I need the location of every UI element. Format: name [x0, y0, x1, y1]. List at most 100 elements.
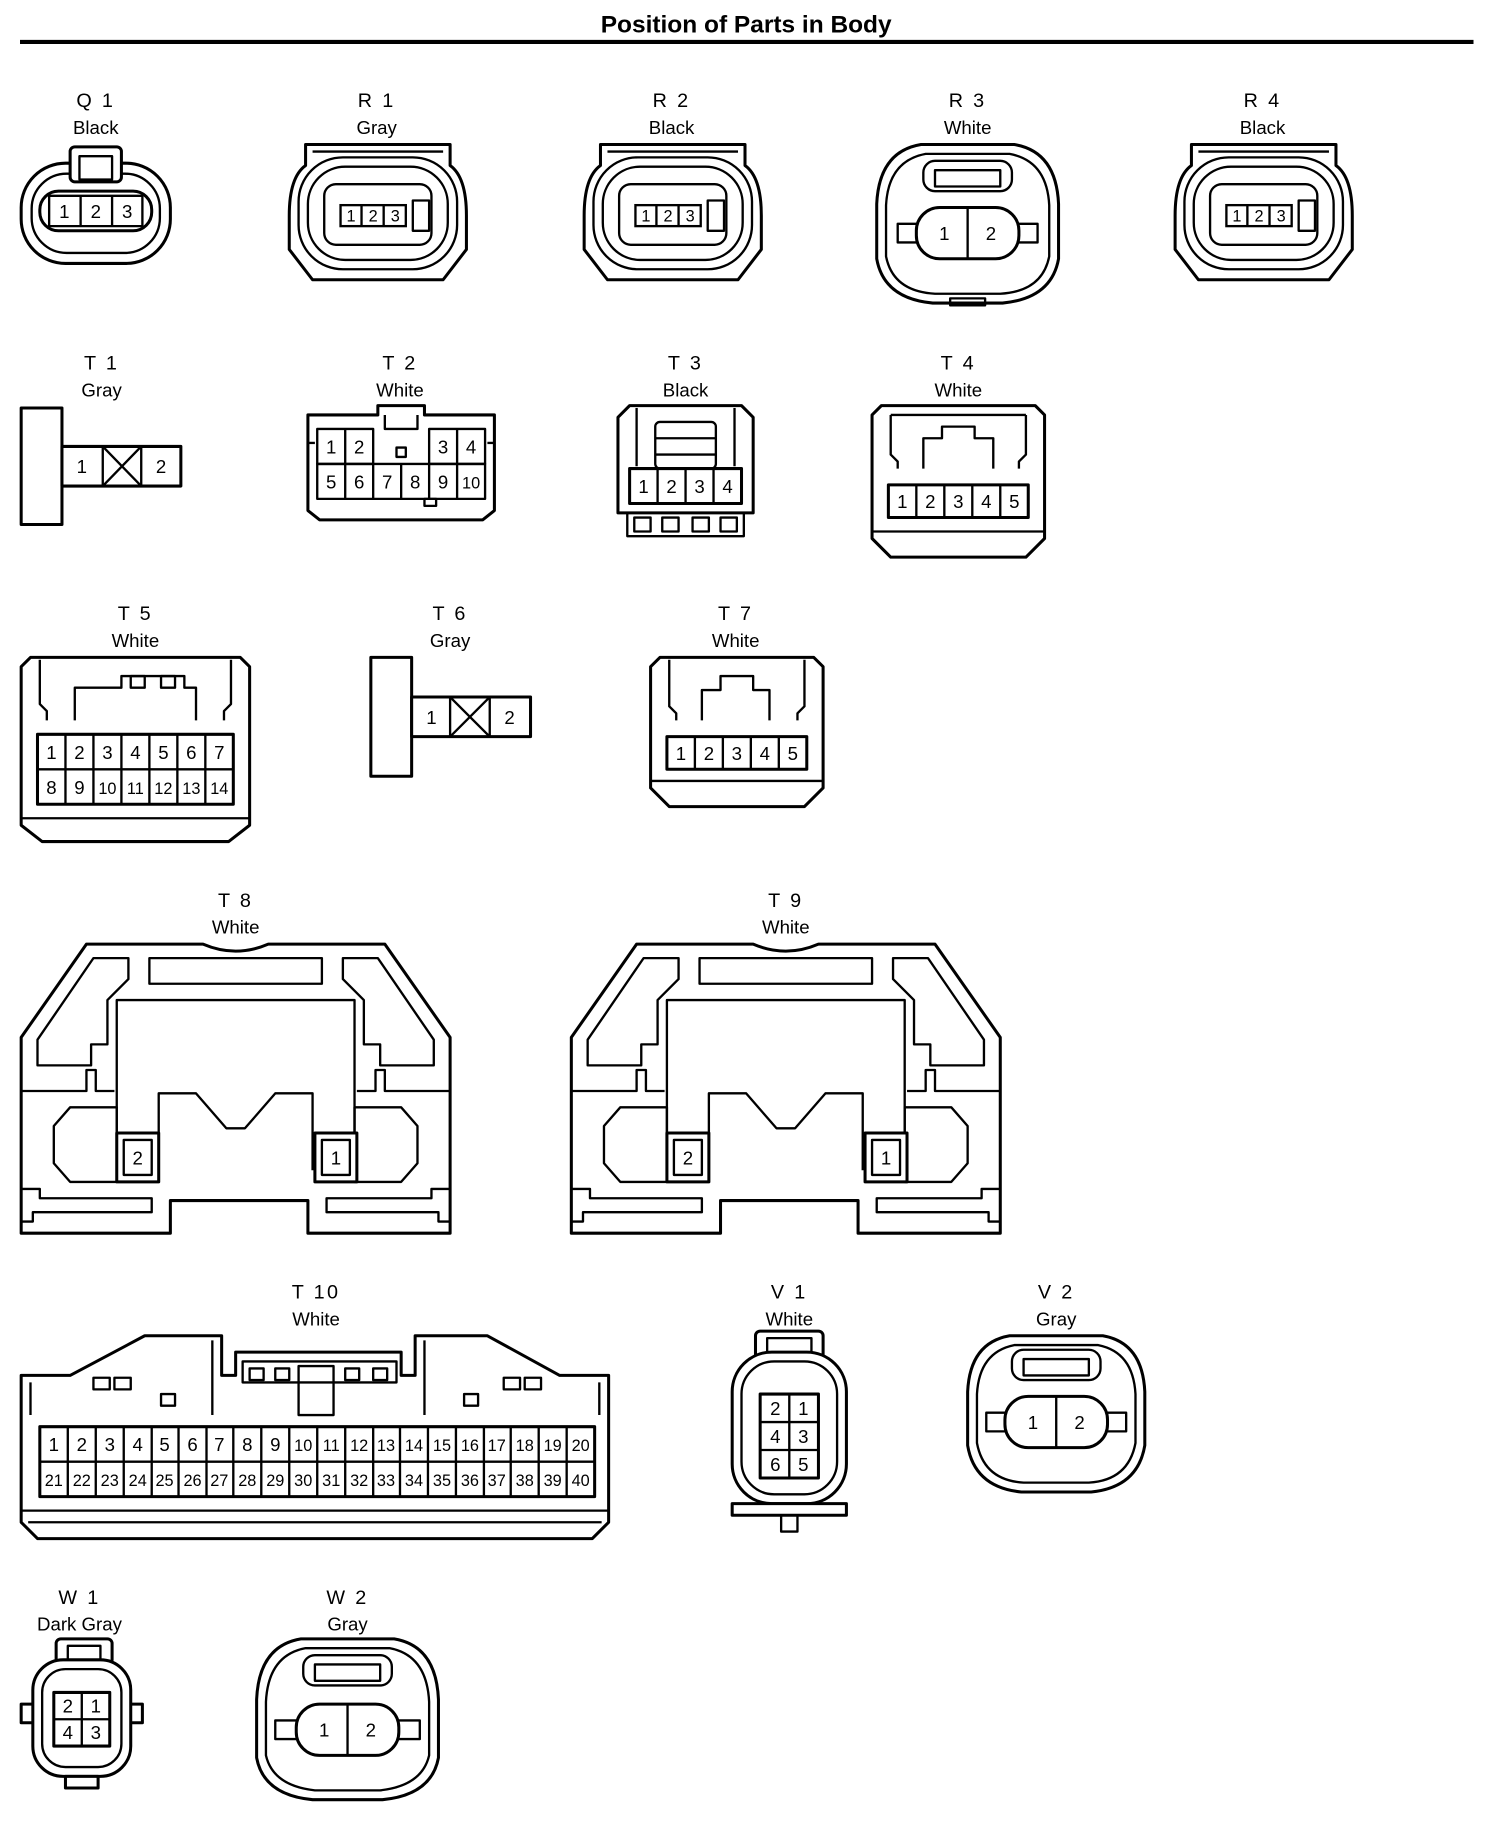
connector-color: White: [935, 379, 983, 400]
pin-label: 6: [770, 1454, 780, 1475]
pin-label: 4: [63, 1722, 73, 1743]
connector-code: T 3: [668, 352, 703, 374]
pin-label: 19: [544, 1437, 562, 1455]
pin-label: 7: [214, 742, 224, 763]
pin-label: 2: [366, 1720, 376, 1741]
pin-label: 23: [101, 1472, 119, 1490]
pin-label: 3: [694, 476, 704, 497]
pin-label: 32: [350, 1472, 368, 1490]
pin-label: 3: [1277, 207, 1286, 225]
pin-label: 22: [73, 1472, 91, 1490]
pin-label: 16: [461, 1437, 479, 1455]
pin-label: 1: [939, 223, 949, 244]
connector-color: Gray: [430, 630, 471, 651]
pin-label: 2: [156, 456, 166, 477]
pin-label: 38: [516, 1472, 534, 1490]
connector-r4: R 4 Black 1 2 3: [1173, 90, 1354, 282]
connector-color: Dark Gray: [37, 1614, 123, 1635]
pin-label: 2: [63, 1695, 73, 1716]
pin-label: 1: [319, 1720, 329, 1741]
connector-t8-drawing: [19, 942, 452, 1235]
pin-label: 2: [77, 1434, 87, 1455]
connector-t10-drawing: [19, 1334, 611, 1541]
pin-label: 35: [433, 1472, 451, 1490]
pin-label: 3: [105, 1434, 115, 1455]
pin-label: 9: [74, 777, 84, 798]
pin-label: 3: [91, 1722, 101, 1743]
pin-label: 4: [722, 476, 732, 497]
pin-label: 24: [129, 1472, 147, 1490]
pin-label: 6: [187, 1434, 197, 1455]
connector-color: White: [212, 917, 260, 938]
pin-label: 8: [410, 471, 420, 492]
connector-v1-drawing: [730, 1329, 848, 1533]
pin-label: 2: [369, 207, 378, 225]
connector-code: R 4: [1244, 90, 1282, 112]
pin-label: 1: [331, 1147, 341, 1168]
connector-code: T 6: [432, 603, 467, 625]
pin-label: 2: [704, 743, 714, 764]
pin-label: 2: [1074, 1412, 1084, 1433]
connector-color: White: [112, 630, 160, 651]
pin-label: 2: [133, 1147, 143, 1168]
pin-label: 15: [433, 1437, 451, 1455]
pin-label: 11: [127, 780, 144, 798]
connector-w1: W 1 Dark Gray 2 1 4 3: [19, 1587, 144, 1790]
pin-label: 1: [676, 743, 686, 764]
pin-label: 13: [377, 1437, 395, 1455]
connector-color: White: [944, 117, 992, 138]
connector-code: V 2: [1038, 1281, 1075, 1303]
pin-label: 1: [91, 1695, 101, 1716]
pin-label: 3: [102, 742, 112, 763]
connector-code: T 7: [718, 603, 753, 625]
pin-label: 1: [326, 436, 336, 457]
pin-label: 1: [638, 476, 648, 497]
connector-t9-drawing: [569, 942, 1002, 1235]
pin-label: 2: [986, 223, 996, 244]
connector-q1-drawing: [19, 145, 172, 265]
connector-color: Black: [663, 379, 709, 400]
pin-label: 1: [897, 491, 907, 512]
connector-code: Q 1: [76, 90, 115, 112]
pin-label: 1: [77, 456, 87, 477]
connector-t2-drawing: [306, 404, 496, 522]
pin-label: 36: [461, 1472, 479, 1490]
connector-t5: T 5 White 1 2 3 4 5 6 7 8 9 10 11 12: [19, 603, 252, 844]
pin-label: 1: [46, 742, 56, 763]
pin-label: 5: [798, 1454, 808, 1475]
connector-t1: T 1 Gray 1 2: [19, 352, 183, 527]
connector-t2: T 2 White 1 2 3 4 5 6 7 8 9 10: [306, 352, 496, 522]
connector-color: Gray: [356, 117, 397, 138]
connector-r2-drawing: [582, 143, 763, 282]
pin-label: 1: [1232, 207, 1241, 225]
pin-label: 3: [438, 436, 448, 457]
pin-label: 34: [405, 1472, 423, 1490]
pin-label: 20: [572, 1437, 590, 1455]
pin-label: 39: [544, 1472, 562, 1490]
connector-code: V 1: [771, 1281, 808, 1303]
pin-label: 8: [242, 1434, 252, 1455]
pin-label: 1: [426, 707, 436, 728]
connector-r3: R 3 White 1 2: [875, 90, 1061, 307]
pin-label: 5: [158, 742, 168, 763]
pin-label: 28: [238, 1472, 256, 1490]
connector-color: Black: [73, 117, 119, 138]
pin-label: 1: [641, 207, 650, 225]
pin-label: 2: [664, 207, 673, 225]
connector-v1: V 1 White 2 1 4 3 6 5: [730, 1281, 848, 1533]
pin-label: 3: [391, 207, 400, 225]
pin-label: 31: [322, 1472, 340, 1490]
connector-code: T 9: [768, 890, 803, 912]
connector-t6-drawing: [369, 655, 533, 778]
connector-color: Black: [649, 117, 695, 138]
pin-label: 4: [130, 742, 140, 763]
pin-label: 10: [462, 474, 480, 492]
connector-r1: R 1 Gray 1 2 3: [287, 90, 468, 282]
pin-label: 3: [122, 201, 132, 222]
pin-label: 26: [183, 1472, 201, 1490]
connector-t4-drawing: [870, 404, 1047, 559]
connector-code: R 1: [358, 90, 396, 112]
connector-r2: R 2 Black 1 2 3: [582, 90, 763, 282]
connector-t6: T 6 Gray 1 2: [369, 603, 533, 778]
pin-label: 11: [323, 1437, 340, 1455]
